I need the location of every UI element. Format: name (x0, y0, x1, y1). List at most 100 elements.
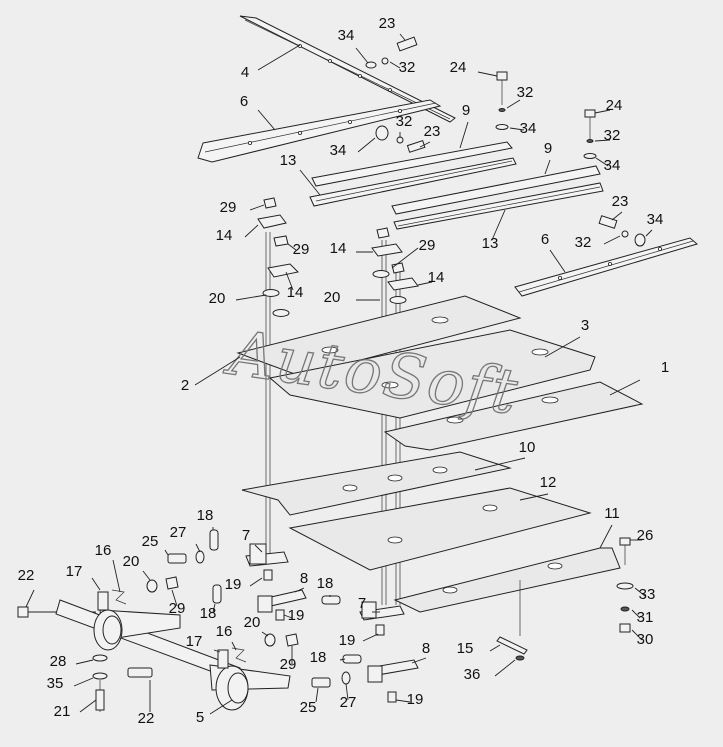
plate-1 (383, 381, 644, 451)
callout-label-l16b: 16 (216, 623, 233, 640)
plate-11 (393, 547, 621, 613)
leader-line-l34a (355, 47, 369, 64)
callout-label-l12: 12 (540, 474, 557, 491)
callout-label-l33: 33 (639, 586, 656, 603)
bracket-8-right (367, 659, 419, 703)
callout-label-l23b: 23 (424, 123, 441, 140)
leader-line-l8b (411, 657, 427, 664)
leader-line-l32e (603, 235, 621, 245)
part-9-13-rails-left (309, 141, 517, 207)
callout-label-l13b: 13 (482, 235, 499, 252)
leader-line-l29b (287, 243, 297, 251)
leader-line-l4 (257, 44, 301, 71)
top-fasteners (365, 36, 646, 247)
callout-label-l28: 28 (50, 653, 67, 670)
leader-line-l24a (477, 71, 498, 77)
callout-label-l29c: 29 (419, 237, 436, 254)
callout-label-l19b: 19 (288, 607, 305, 624)
leader-line-l14a (244, 224, 259, 238)
leader-line-l27b (345, 683, 349, 701)
part-6-angle-right (514, 237, 699, 297)
callout-label-l10: 10 (519, 439, 536, 456)
leader-line-l29d (171, 589, 178, 607)
callout-label-l19c: 19 (339, 632, 356, 649)
leader-line-l17b (213, 649, 221, 653)
leader-line-l19b (283, 614, 293, 619)
callout-label-l4: 4 (241, 64, 249, 81)
callout-label-l3: 3 (581, 317, 589, 334)
callout-label-l20c: 20 (123, 553, 140, 570)
stud-hardware (257, 197, 419, 317)
callout-labels: 1234566778899101112131314141414151616171… (18, 15, 670, 727)
callout-label-l24b: 24 (606, 97, 623, 114)
leader-line-l20c (142, 570, 151, 581)
leader-line-l32a (389, 61, 401, 69)
callout-label-l19a: 19 (225, 576, 242, 593)
callout-label-l11: 11 (604, 505, 620, 522)
callout-label-l9a: 9 (462, 102, 470, 119)
callout-label-l14a: 14 (216, 227, 233, 244)
leader-lines (25, 33, 653, 715)
callout-label-l9b: 9 (544, 140, 552, 157)
callout-label-l6a: 6 (240, 93, 248, 110)
plate-3 (268, 329, 596, 419)
callout-label-l1: 1 (661, 359, 669, 376)
callout-label-l32b: 32 (396, 113, 413, 130)
callout-label-l25b: 25 (300, 699, 317, 716)
callout-label-l34e: 34 (647, 211, 664, 228)
callout-label-l17a: 17 (66, 563, 83, 580)
callout-label-l31: 31 (637, 609, 654, 626)
leader-line-l30 (631, 629, 643, 641)
leader-line-l14d (417, 281, 433, 286)
callout-label-l34b: 34 (330, 142, 347, 159)
bolts-18-25-27-29 (146, 529, 362, 688)
leader-line-l20a (235, 294, 267, 301)
callout-label-l32d: 32 (604, 127, 621, 144)
plate-10 (241, 451, 512, 516)
leader-line-l23c (611, 211, 623, 221)
callout-label-l29d: 29 (169, 600, 186, 617)
leader-line-l29a (249, 204, 265, 211)
part-15-36 (496, 580, 528, 661)
callout-label-l15: 15 (457, 640, 474, 657)
callout-label-l7a: 7 (242, 527, 250, 544)
leader-line-l31 (631, 609, 641, 619)
leader-line-l27a (195, 543, 201, 553)
callout-label-l14c: 14 (330, 240, 347, 257)
leader-line-l5 (209, 699, 233, 715)
callout-label-l20b: 20 (324, 289, 341, 306)
bracket-7-left (245, 543, 289, 581)
leader-line-l36 (494, 659, 516, 677)
callout-label-l14b: 14 (287, 284, 304, 301)
right-fasteners-26-30 (616, 537, 634, 633)
part-5-frame (17, 589, 291, 712)
callout-label-l19d: 19 (407, 691, 424, 708)
callout-label-l17b: 17 (186, 633, 203, 650)
callout-label-l34d: 34 (604, 157, 621, 174)
callout-label-l22b: 22 (138, 710, 155, 727)
leader-line-l7a (254, 544, 263, 553)
callout-label-l5: 5 (196, 709, 204, 726)
callout-label-l6b: 6 (541, 231, 549, 248)
bracket-8-left (257, 589, 307, 621)
callout-label-l29a: 29 (220, 199, 237, 216)
leader-line-l3 (544, 336, 581, 358)
callout-label-l2: 2 (181, 377, 189, 394)
callout-label-l27b: 27 (340, 694, 357, 711)
leader-line-l12 (519, 493, 549, 501)
callout-label-l36: 36 (464, 666, 481, 683)
leader-line-l34e (645, 229, 653, 237)
part-9-13-rails-right (391, 165, 604, 230)
bracket-7-right (359, 601, 405, 636)
leader-line-l24b (594, 109, 611, 114)
leader-line-l9b (544, 159, 551, 175)
callout-label-l22a: 22 (18, 567, 35, 584)
plate-12 (288, 487, 592, 571)
callout-label-l8b: 8 (422, 640, 430, 657)
callout-label-l18d: 18 (310, 649, 327, 666)
leader-line-l34c (509, 127, 525, 131)
leader-line-l28 (75, 659, 94, 665)
leader-line-l33 (634, 587, 646, 597)
part-6-angle-left (197, 99, 442, 163)
